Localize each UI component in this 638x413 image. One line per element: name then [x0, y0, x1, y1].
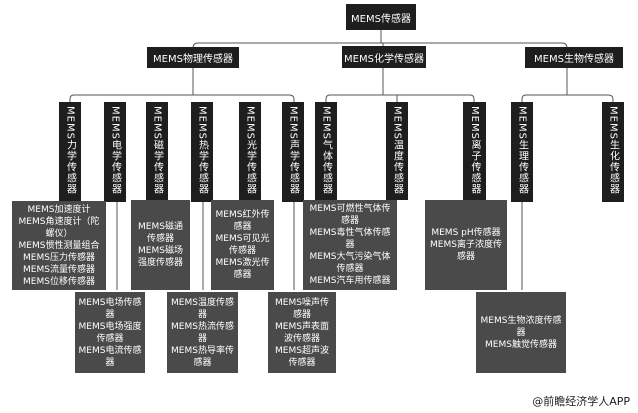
leaf-item: MEMS触觉传感器 [485, 339, 557, 350]
leaf-item: MEMS位移传感器 [23, 276, 95, 287]
leaf-item: MEMS超声波传感器 [275, 345, 329, 368]
leaf-item: MEMS热流传感器 [171, 321, 234, 344]
physical-sensor-node: MEMS物理传感器 [147, 47, 239, 68]
leaf-item: MEMS离子浓度传感器 [430, 240, 502, 262]
leaf-item: MEMS红外传感器 [215, 210, 270, 232]
leaf-item: MEMS压力传感器 [23, 252, 95, 263]
thermal-leaf: MEMS温度传感器 MEMS热流传感器 MEMS热导率传感器 [167, 292, 238, 373]
leaf-item: MEMS电场传感器 [78, 297, 142, 320]
chemical-sensor-node: MEMS化学传感器 [342, 46, 426, 68]
leaf-item: MEMS温度传感器 [171, 297, 234, 320]
mechanical-leaf: MEMS加速度计 MEMS角速度计（陀螺仪） MEMS惯性测量组合 MEMS压力… [12, 201, 106, 290]
leaf-item: MEMS电场强度传感器 [78, 321, 142, 344]
footer-credit: @前瞻经济学人APP [532, 395, 630, 408]
leaf-item: MEMS毒性气体传感器 [309, 228, 391, 250]
thermal-sensor-node: MEMS热学传感器 [191, 102, 213, 202]
bio-leaf: MEMS生物浓度传感器 MEMS触觉传感器 [476, 292, 566, 373]
leaf-item: MEMS惯性测量组合 [18, 240, 100, 251]
gas-leaf: MEMS可燃性气体传感器 MEMS毒性气体传感器 MEMS大气污染气体传感器 M… [303, 200, 397, 290]
electrical-leaf: MEMS电场传感器 MEMS电场强度传感器 MEMS电流传感器 [75, 292, 145, 373]
electrical-sensor-node: MEMS电学传感器 [104, 102, 126, 202]
acoustic-sensor-node: MEMS声学传感器 [282, 102, 304, 202]
leaf-item: MEMS噪声传感器 [275, 297, 329, 320]
temperature-sensor-node: MEMS温度传感器 [386, 102, 408, 200]
biological-sensor-node: MEMS生物传感器 [525, 47, 623, 68]
biochemical-sensor-node: MEMS生化传感器 [602, 102, 624, 202]
leaf-item: MEMS可燃性气体传感器 [309, 204, 391, 226]
leaf-item: MEMS加速度计 [27, 204, 91, 215]
leaf-item: MEMS流量传感器 [23, 264, 95, 275]
mechanical-sensor-node: MEMS力学传感器 [59, 102, 81, 202]
ion-leaf: MEMS pH传感器 MEMS离子浓度传感器 [425, 200, 507, 290]
leaf-item: MEMS声表面波传感器 [275, 321, 329, 344]
leaf-item: MEMS pH传感器 [431, 228, 501, 238]
ion-sensor-node: MEMS离子传感器 [463, 102, 486, 202]
leaf-item: MEMS激光传感器 [215, 258, 270, 280]
leaf-item: MEMS生物浓度传感器 [480, 315, 562, 338]
leaf-item: MEMS大气污染气体传感器 [309, 252, 391, 274]
gas-sensor-node: MEMS气体传感器 [315, 102, 337, 202]
leaf-item: MEMS角速度计（陀螺仪） [18, 216, 100, 239]
leaf-item: MEMS磁场强度传感器 [137, 246, 183, 268]
leaf-item: MEMS电流传感器 [78, 345, 142, 368]
leaf-item: MEMS汽车用传感器 [309, 276, 391, 286]
root-node: MEMS传感器 [346, 4, 416, 30]
magnetic-leaf: MEMS磁通传感器 MEMS磁场强度传感器 [131, 200, 190, 290]
magnetic-sensor-node: MEMS磁学传感器 [146, 102, 168, 202]
acoustic-leaf: MEMS噪声传感器 MEMS声表面波传感器 MEMS超声波传感器 [268, 292, 336, 373]
optical-leaf: MEMS红外传感器 MEMS可见光传感器 MEMS激光传感器 [211, 200, 274, 290]
leaf-item: MEMS可见光传感器 [215, 234, 270, 256]
leaf-item: MEMS热导率传感器 [171, 345, 234, 368]
physiological-sensor-node: MEMS生理传感器 [511, 102, 533, 202]
optical-sensor-node: MEMS光学传感器 [239, 102, 261, 202]
leaf-item: MEMS磁通传感器 [138, 222, 183, 244]
